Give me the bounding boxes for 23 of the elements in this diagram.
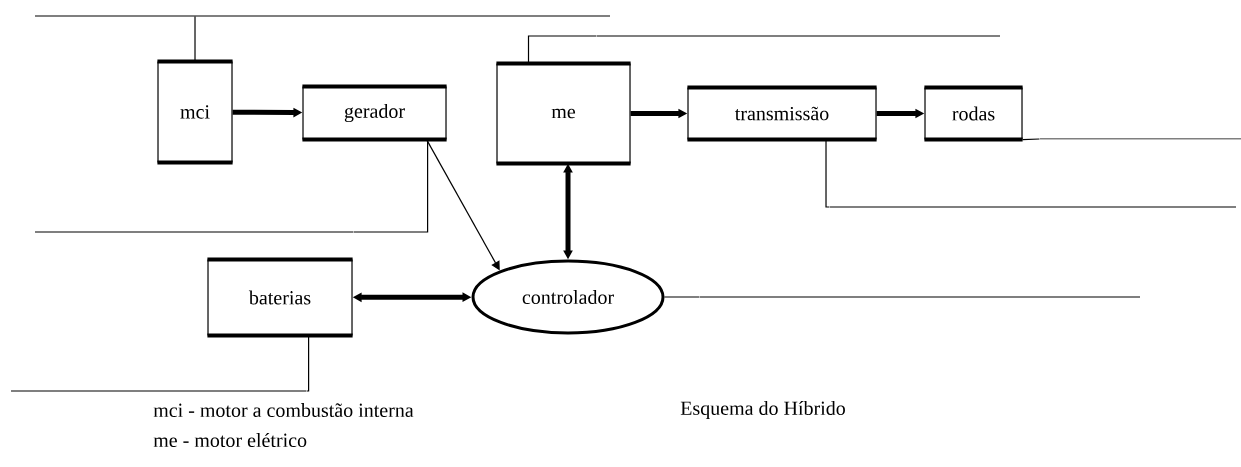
- leader-line: [527, 35, 598, 64]
- leader-line: [305, 335, 310, 392]
- leader-line: [194, 15, 196, 62]
- process-box: mci: [157, 59, 233, 165]
- legend-text: Esquema do Híbrido: [680, 400, 845, 420]
- legend-text: mci - motor a combustão interna: [153, 402, 414, 418]
- fill-in-line: [699, 296, 1141, 298]
- fill-in-line: [596, 35, 1001, 37]
- leader-line: [825, 139, 831, 208]
- process-box: baterias: [207, 257, 353, 338]
- leader-line: [1022, 138, 1041, 141]
- leader-line: [663, 296, 701, 298]
- fill-in-line: [34, 15, 611, 17]
- leader-line: [352, 139, 429, 233]
- process-box: gerador: [302, 84, 447, 142]
- fill-in-line: [829, 206, 1237, 208]
- fill-in-line: [34, 231, 354, 233]
- fill-in-line: [1039, 138, 1241, 140]
- process-box: transmissão: [687, 85, 877, 142]
- fill-in-line: [10, 390, 307, 392]
- legend-text: me - motor elétrico: [153, 432, 307, 448]
- process-box: rodas: [924, 85, 1023, 142]
- process-box: me: [496, 61, 631, 166]
